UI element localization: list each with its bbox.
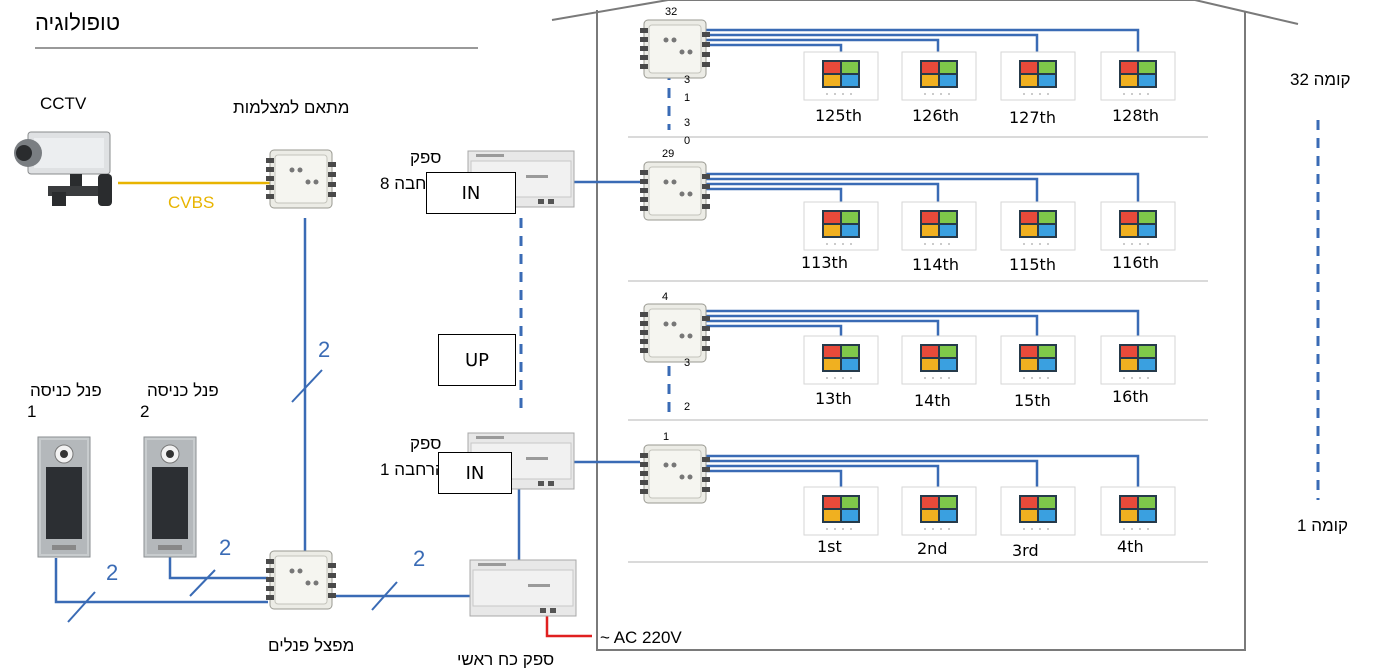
cable-count-power: 2 xyxy=(413,546,426,571)
unit-label: 113th xyxy=(801,253,848,272)
entry-panel-1-number: 1 xyxy=(27,402,37,421)
floor-distributor-32 xyxy=(639,19,711,79)
distributor-number: 4 xyxy=(662,291,669,303)
panel-switch-label: מפצל פנלים xyxy=(268,636,355,655)
building-walls xyxy=(596,10,1246,651)
main-power-supply xyxy=(469,559,577,617)
unit-label: 14th xyxy=(914,391,951,410)
entry-panel-2-label: פנל כניסה xyxy=(147,381,219,400)
entry-panel-2-number: 2 xyxy=(140,402,150,421)
distributor-number: 32 xyxy=(665,6,678,18)
camera-adapter-label: מתאם למצלמות xyxy=(233,98,350,117)
up-box: UP xyxy=(438,334,516,386)
unit-label: 128th xyxy=(1112,106,1159,125)
floor-label-top: קומה 32 xyxy=(1290,70,1351,89)
unit-label: 114th xyxy=(912,255,959,274)
in-box-lower: IN xyxy=(438,452,512,494)
riser-digit: 2 xyxy=(684,401,691,413)
riser-digit: 3 xyxy=(684,74,691,86)
expansion-1-label-2: הרחבה 1 xyxy=(380,460,446,479)
cctv-label: CCTV xyxy=(40,94,87,113)
unit-label: 126th xyxy=(912,106,959,125)
floor-bus-lines xyxy=(688,28,1140,487)
main-power-label: ספק כח ראשי xyxy=(457,650,555,669)
floor-distributor-1 xyxy=(639,444,711,504)
unit-label: 125th xyxy=(815,106,862,125)
entry-panel-1-label: פנל כניסה xyxy=(30,381,102,400)
cvbs-label: CVBS xyxy=(168,193,215,212)
floor-distributor-4 xyxy=(639,303,711,363)
unit-label: 116th xyxy=(1112,253,1159,272)
ac-line xyxy=(545,615,592,638)
riser-digit: 3 xyxy=(684,117,691,129)
riser-digit: 1 xyxy=(684,92,691,104)
unit-label: 3rd xyxy=(1012,541,1039,560)
unit-label: 1st xyxy=(817,537,842,556)
unit-label: 15th xyxy=(1014,391,1051,410)
unit-label: 4th xyxy=(1117,537,1144,556)
distributor-number: 29 xyxy=(662,148,675,160)
cable-count-panel-2: 2 xyxy=(219,535,232,560)
page-title: טופולוגיה xyxy=(35,10,121,35)
unit-label: 16th xyxy=(1112,387,1149,406)
ac-label: ~ AC 220V xyxy=(600,628,682,647)
floor-distributor-29 xyxy=(639,161,711,221)
expansion-8-label-1: ספק xyxy=(410,148,442,167)
riser-digit: 0 xyxy=(684,135,691,147)
expansion-1-label-1: ספק xyxy=(410,434,442,453)
cctv-camera-icon xyxy=(14,131,112,206)
unit-label: 13th xyxy=(815,389,852,408)
entry-panel-1-icon xyxy=(37,436,91,558)
feed-lines xyxy=(54,180,640,604)
panel-splitter xyxy=(265,550,337,610)
cable-slashes xyxy=(67,369,398,623)
entry-panel-2-icon xyxy=(143,436,197,558)
riser-digit: 3 xyxy=(684,357,691,369)
unit-label: 2nd xyxy=(917,539,948,558)
in-box-upper: IN xyxy=(426,172,516,214)
floor-label-bottom: קומה 1 xyxy=(1297,516,1349,535)
cable-count-vertical: 2 xyxy=(318,337,331,362)
building-roof xyxy=(551,0,1299,25)
unit-label: 127th xyxy=(1009,108,1056,127)
cable-count-panel-1: 2 xyxy=(106,560,119,585)
floor-separators xyxy=(628,136,1208,563)
unit-label: 115th xyxy=(1009,255,1056,274)
camera-adapter xyxy=(265,149,337,209)
distributor-number: 1 xyxy=(663,431,670,443)
riser-dashes xyxy=(519,70,1320,500)
